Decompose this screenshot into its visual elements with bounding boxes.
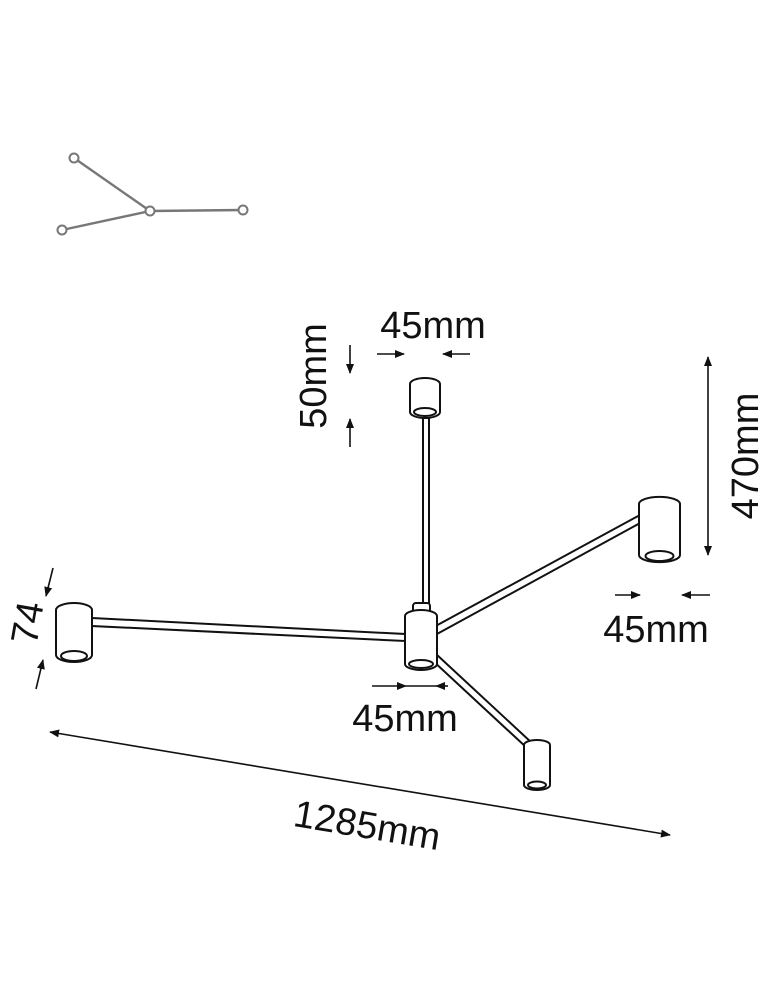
ceiling-canopy — [409, 377, 441, 419]
total-height-label: 470mm — [725, 393, 767, 520]
shade-width-label: 45mm — [603, 609, 709, 651]
canopy-height-label: 50mm — [293, 323, 335, 429]
shade-right — [638, 495, 681, 564]
shade-left — [55, 602, 93, 663]
dimension-arrows — [35, 345, 712, 838]
shade-height-label: 74 — [4, 598, 53, 647]
top-view-icon — [56, 152, 249, 236]
total-width-label: 1285mm — [291, 793, 444, 859]
shade-bottom — [523, 739, 551, 791]
central-body — [404, 602, 438, 671]
canopy-width-label: 45mm — [380, 305, 486, 347]
body-width-label: 45mm — [352, 698, 458, 740]
